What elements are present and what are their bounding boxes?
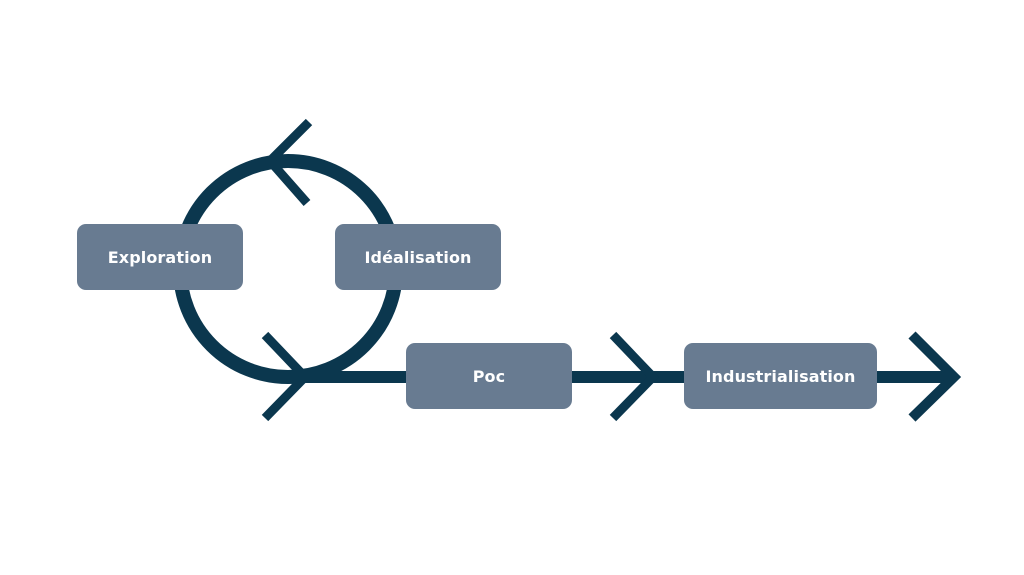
stage-label: Exploration — [107, 247, 213, 267]
stage-label: Idéalisation — [364, 247, 472, 267]
stage-exploration: Exploration — [77, 224, 243, 290]
stage-label: Poc — [472, 366, 506, 386]
flow-end-arrowhead-icon — [908, 331, 962, 422]
loop-top-chevron-left-icon — [263, 118, 313, 206]
stage-poc: Poc — [406, 343, 572, 409]
stage-idealisation: Idéalisation — [335, 224, 501, 290]
loop-bottom-chevron-right-icon — [261, 331, 312, 422]
stage-industrialisation: Industrialisation — [684, 343, 877, 409]
stage-label: Industrialisation — [705, 366, 856, 386]
flow-chevron-right-icon — [609, 331, 660, 422]
